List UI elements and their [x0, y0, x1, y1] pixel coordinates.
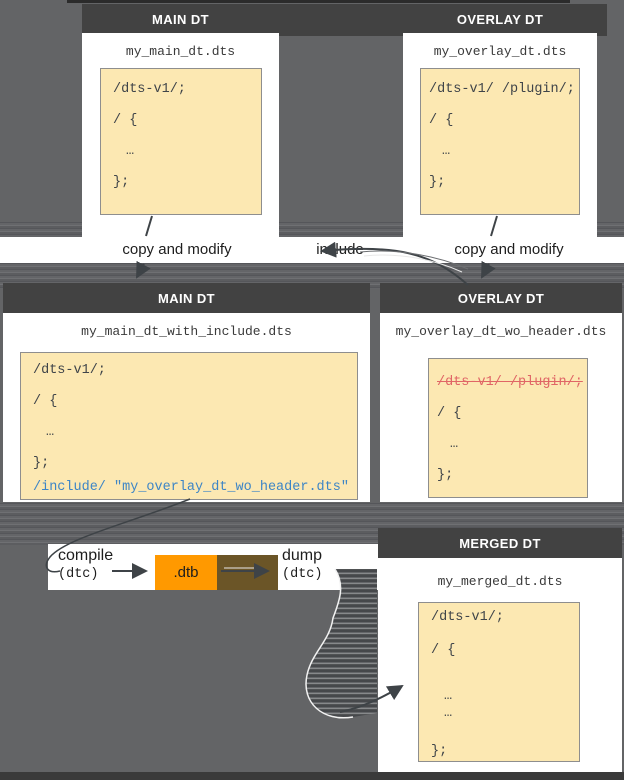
code-overlay-dt: /dts-v1/ /plugin/; / { … }; [420, 68, 580, 215]
compile-strip: compile (dtc) .dtb dump (dtc) [48, 544, 378, 590]
panel-title-merged-dt: MERGED DT [378, 528, 622, 558]
code-line: … [126, 144, 135, 159]
label-copy-modify-left: copy and modify [122, 241, 232, 258]
code-main-dt: /dts-v1/; / { … }; [100, 68, 262, 215]
panel-title-overlay-dt: OVERLAY DT [403, 6, 597, 33]
code-line: … [442, 144, 451, 159]
code-line: / { [431, 643, 456, 658]
label-include: include [316, 241, 364, 258]
filename-main-dt: my_main_dt.dts [125, 44, 236, 59]
panel-main-dt-with-include: MAIN DT my_main_dt_with_include.dts /dts… [3, 283, 370, 502]
panel-overlay-dt-wo-header: OVERLAY DT my_overlay_dt_wo_header.dts /… [380, 283, 622, 502]
label-band: copy and modify include copy and modify [0, 237, 624, 263]
filename-overlay-dt: my_overlay_dt.dts [433, 44, 567, 59]
dump-label: dump [282, 547, 323, 564]
compile-tool-label: (dtc) [58, 567, 99, 582]
code-line: /dts-v1/; [33, 363, 106, 378]
dump-tool-label: (dtc) [282, 567, 323, 582]
code-overlay-wo-header: /dts-v1/ /plugin/; / { … }; [428, 358, 588, 498]
filename-merged-dt: my_merged_dt.dts [437, 574, 563, 589]
code-line: … [46, 425, 55, 440]
code-line-removed: /dts-v1/ /plugin/; [437, 375, 583, 390]
code-line: / { [113, 113, 138, 128]
code-main-dt-include: /dts-v1/; / { … }; /include/ "my_overlay… [20, 352, 358, 500]
compile-label: compile [58, 547, 114, 564]
filename-overlay-wo-header: my_overlay_dt_wo_header.dts [395, 324, 607, 339]
bottom-edge-strip [0, 772, 624, 780]
code-line: }; [431, 744, 448, 759]
code-line: / { [437, 406, 462, 421]
panel-title-overlay-wo-header: OVERLAY DT [380, 283, 622, 313]
panel-main-dt-source: MAIN DT my_main_dt.dts /dts-v1/; / { … }… [82, 6, 279, 238]
panel-merged-dt: MERGED DT my_merged_dt.dts /dts-v1/; / {… [378, 528, 622, 772]
panel-title-main-dt-include: MAIN DT [3, 283, 370, 313]
code-line: … [444, 689, 453, 704]
swoosh-dump-body [306, 569, 377, 718]
code-line: }; [429, 175, 446, 190]
code-line: /dts-v1/; [113, 82, 186, 97]
panel-title-main-dt: MAIN DT [82, 6, 279, 33]
filename-main-dt-include: my_main_dt_with_include.dts [81, 324, 292, 339]
code-line: /dts-v1/; [431, 610, 504, 625]
code-line: / { [429, 113, 454, 128]
code-line: }; [33, 456, 50, 471]
code-line: / { [33, 394, 58, 409]
code-line: … [450, 437, 459, 452]
top-edge-line [67, 0, 570, 3]
panel-overlay-dt-source: OVERLAY DT my_overlay_dt.dts /dts-v1/ /p… [403, 6, 597, 238]
dtb-file-box: .dtb [155, 555, 217, 590]
code-line: }; [113, 175, 130, 190]
label-copy-modify-right: copy and modify [454, 241, 564, 258]
code-line: /dts-v1/ /plugin/; [429, 82, 575, 97]
code-line: }; [437, 468, 454, 483]
dtb-shadow-box [217, 555, 278, 590]
swoosh-dump-edge [305, 568, 354, 719]
code-line: … [444, 706, 453, 721]
code-line-include: /include/ "my_overlay_dt_wo_header.dts" [33, 480, 349, 495]
code-merged-dt: /dts-v1/; / { … … }; [418, 602, 580, 762]
